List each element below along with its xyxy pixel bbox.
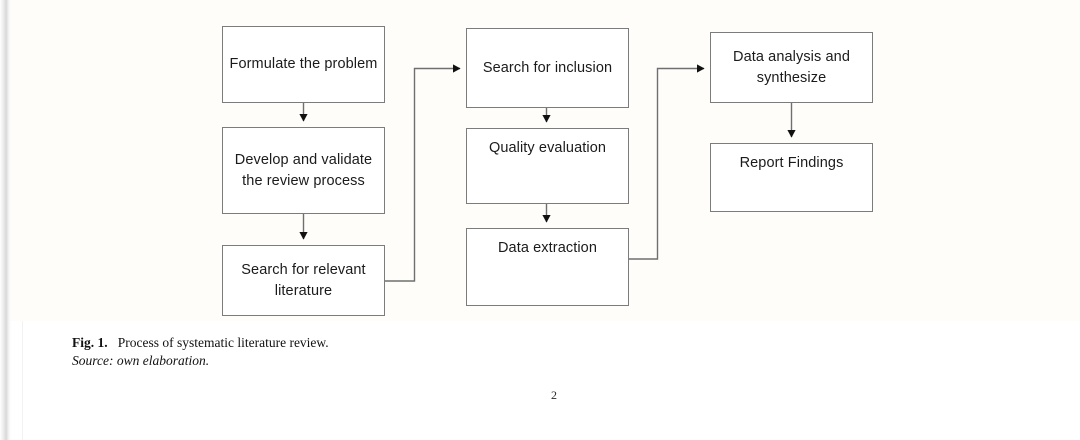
connector-search-literature-to-search-inclusion xyxy=(385,64,461,282)
figure-caption: Fig. 1. Process of systematic literature… xyxy=(72,334,712,369)
node-search-for-relevant-literature[interactable]: Search for relevant literature xyxy=(222,245,385,316)
node-quality-evaluation[interactable]: Quality evaluation xyxy=(466,128,629,204)
figure-source: Source: own elaboration. xyxy=(72,352,210,368)
connector-data-extraction-to-data-analysis xyxy=(628,64,705,260)
node-label: Search for relevant literature xyxy=(241,261,366,299)
node-develop-and-validate-the-review-process[interactable]: Develop and validate the review process xyxy=(222,127,385,214)
node-label: Quality evaluation xyxy=(488,140,607,156)
node-label: Data extraction xyxy=(497,240,598,256)
figure-title: Process of systematic literature review. xyxy=(111,335,329,350)
page-number-value: 2 xyxy=(551,388,557,402)
node-search-for-inclusion[interactable]: Search for inclusion xyxy=(466,28,629,108)
node-label: Report Findings xyxy=(739,155,844,171)
node-label: Data analysis and synthesize xyxy=(733,48,850,86)
node-data-analysis-and-synthesize[interactable]: Data analysis and synthesize xyxy=(710,32,873,103)
node-data-extraction[interactable]: Data extraction xyxy=(466,228,629,306)
node-formulate-the-problem[interactable]: Formulate the problem xyxy=(222,26,385,103)
figure-number: Fig. 1. xyxy=(72,335,108,350)
flowchart-figure: Formulate the problem Develop and valida… xyxy=(222,26,873,316)
node-label: Develop and validate the review process xyxy=(234,151,373,189)
page-scroll-gutter xyxy=(0,0,11,440)
page-number: 2 xyxy=(0,388,1080,403)
flowchart-connectors xyxy=(299,64,796,282)
node-report-findings[interactable]: Report Findings xyxy=(710,143,873,212)
node-label: Search for inclusion xyxy=(482,59,613,76)
node-label: Formulate the problem xyxy=(229,56,378,72)
